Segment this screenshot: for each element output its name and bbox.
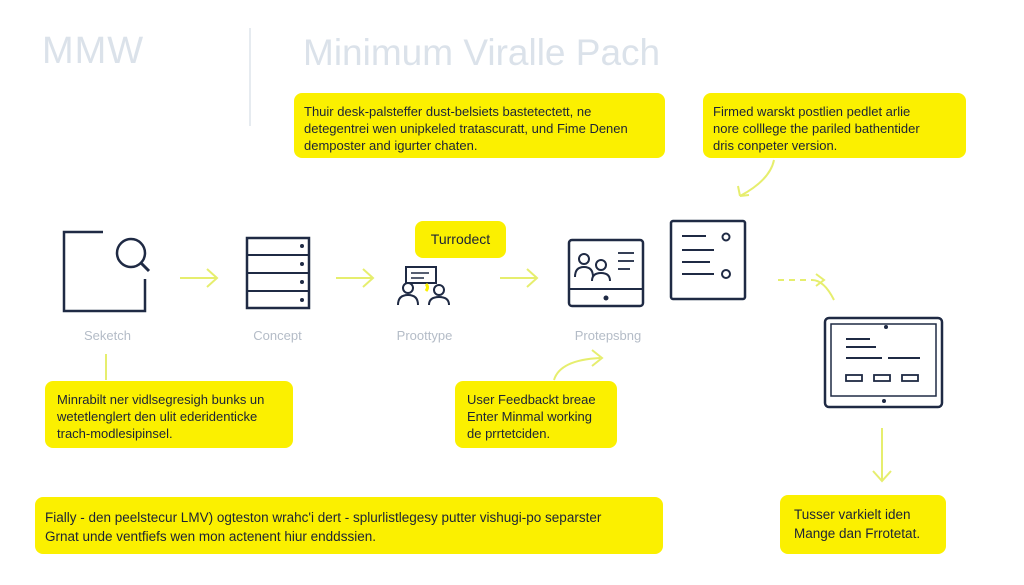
note-line: Grnat unde ventfiefs wen mon actenent hi… [45,529,376,544]
tablet-form-icon [823,316,944,409]
arrow-right-icon [336,268,375,288]
note-line: dris conpeter version. [713,138,838,153]
header-divider [249,28,251,126]
note-bottom-right: Tusser varkielt iden Mange dan Frrotetat… [780,495,946,554]
note-top-right: Firmed warskt postlien pedlet arlie nore… [703,93,966,158]
note-line: Tusser varkielt iden [794,507,911,522]
arrow-right-icon [180,268,219,288]
note-line: trach-modlesipinsel. [57,426,173,441]
connector-curve-icon [737,159,775,197]
note-top-center: Thuir desk-palsteffer dust-belsiets bast… [294,93,665,158]
connector-line-icon [105,354,107,380]
stage-label-concept: Concept [253,328,302,343]
arrow-right-icon [500,268,539,288]
note-line: nore colllege the pariled bathentider [713,121,920,136]
note-line: wetetlenglert den ulit ederidenticke [57,409,258,424]
monitor-users-icon [567,238,645,308]
stage-label-sketch: Seketch [84,328,131,343]
note-feedback: User Feedbackt breae Enter Minmal workin… [455,381,617,448]
note-line: de prrtetciden. [467,426,551,441]
arrow-down-icon [872,428,892,483]
stage-label-prototyping: Protepsbng [574,328,642,343]
feedback-connector-icon [553,349,604,381]
stage-label-prototype: Proottype [396,328,453,343]
logo: MMW [42,30,145,72]
note-line: detegentrei wen unipkeled tratascuratt, … [304,121,628,136]
note-line: Fially - den peelstecur LMV) ogteston wr… [45,510,602,525]
note-bottom-left: Minrabilt ner vidlsegresigh bunks un wet… [45,381,293,448]
team-prototype-icon [397,266,450,306]
note-line: Minrabilt ner vidlsegresigh bunks un [57,392,265,407]
note-line: Firmed warskt postlien pedlet arlie [713,104,911,119]
prototype-badge: Turrodect [415,221,506,258]
document-list-icon [669,219,747,301]
note-line: Mange dan Frrotetat. [794,526,921,541]
note-line: Thuir desk-palsteffer dust-belsiets bast… [304,104,592,119]
page-title: Minimum Viralle Pach [303,32,661,73]
note-line: User Feedbackt breae [467,392,596,407]
server-stack-icon [245,236,311,310]
magnifier-document-icon [62,230,151,313]
note-footer: Fially - den peelstecur LMV) ogteston wr… [35,497,663,554]
note-line: Enter Minmal working [467,409,592,424]
dashed-connector-icon [778,273,835,301]
note-line: demposter and igurter chaten. [304,138,478,153]
